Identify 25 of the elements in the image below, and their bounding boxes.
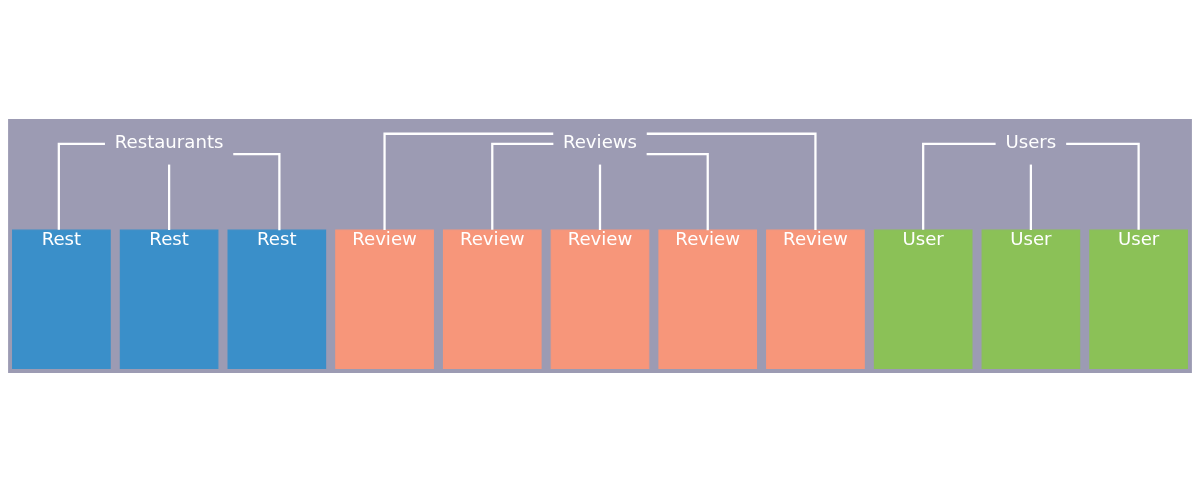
node-box: User — [1089, 229, 1188, 369]
connector — [1029, 164, 1033, 230]
connector — [646, 152, 709, 230]
node-box: Review — [442, 229, 542, 369]
node-box: Review — [550, 229, 650, 369]
connector — [922, 142, 996, 230]
connector — [491, 142, 554, 230]
connector — [1066, 142, 1140, 230]
node-box: Review — [658, 229, 758, 369]
node-box: Rest — [119, 229, 219, 369]
node-box: Review — [766, 229, 865, 369]
node-text: Reviews — [562, 130, 638, 152]
connector — [383, 132, 554, 230]
connector — [598, 164, 602, 230]
node-box: User — [873, 229, 973, 369]
node-box: User — [981, 229, 1081, 369]
node-text: Users — [1005, 130, 1057, 152]
node-text: Restaurants — [114, 130, 224, 152]
node-box: Rest — [12, 229, 111, 369]
connector — [57, 142, 105, 230]
connector — [233, 152, 281, 230]
connector — [646, 132, 817, 230]
node-box: Rest — [227, 229, 327, 369]
node-box: Review — [335, 229, 434, 369]
connector — [167, 164, 171, 230]
